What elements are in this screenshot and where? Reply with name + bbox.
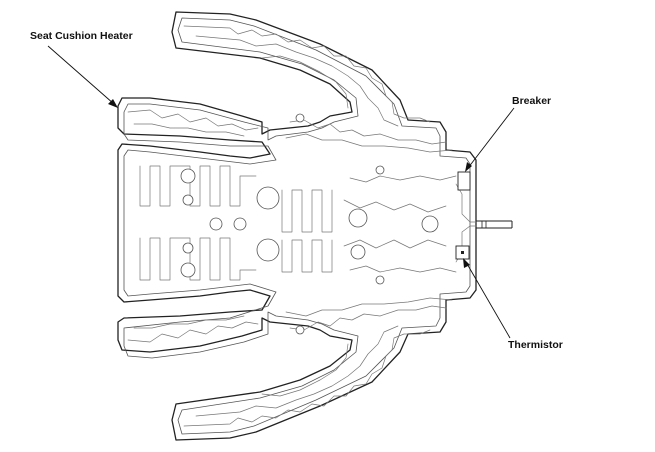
pad-hole xyxy=(256,186,280,210)
breaker-leader xyxy=(467,107,515,169)
thermistor-leader xyxy=(465,261,511,339)
heater-pad-inner-border xyxy=(123,17,471,435)
heating-wire-left-top-arm xyxy=(127,109,259,137)
breaker-component xyxy=(457,171,471,191)
seat-cushion-heater-leader xyxy=(47,45,115,105)
pad-hole xyxy=(256,238,280,262)
thermistor-arrowhead xyxy=(463,258,470,268)
heating-wire-right-lower-bridge xyxy=(285,297,453,331)
thermistor-element xyxy=(461,251,464,254)
pad-hole xyxy=(180,168,196,184)
pad-hole xyxy=(182,194,194,206)
breaker-label: Breaker xyxy=(512,95,551,107)
pad-hole xyxy=(375,165,385,175)
pad-hole xyxy=(295,325,305,335)
heating-wire-bottom-wing xyxy=(183,325,431,427)
heating-wire-top-wing xyxy=(183,25,431,127)
pad-hole xyxy=(209,217,223,231)
seat-cushion-heater-arrowhead xyxy=(108,99,118,108)
seat-cushion-heater-label: Seat Cushion Heater xyxy=(30,30,133,42)
pad-hole xyxy=(180,262,196,278)
breaker-arrowhead xyxy=(465,162,472,172)
heating-wire-left-bottom-arm xyxy=(127,315,259,343)
pad-hole xyxy=(295,113,305,123)
pad-hole xyxy=(182,242,194,254)
pad-hole xyxy=(233,217,247,231)
pad-hole xyxy=(350,244,366,260)
thermistor-label: Thermistor xyxy=(508,339,563,351)
heating-wire-right-upper-bridge xyxy=(285,119,453,153)
pad-holes xyxy=(180,113,439,335)
pad-hole xyxy=(375,275,385,285)
pad-hole xyxy=(348,208,368,228)
heating-wire-central-body xyxy=(139,165,457,281)
connector-harness xyxy=(476,220,513,229)
pad-hole xyxy=(421,215,439,233)
